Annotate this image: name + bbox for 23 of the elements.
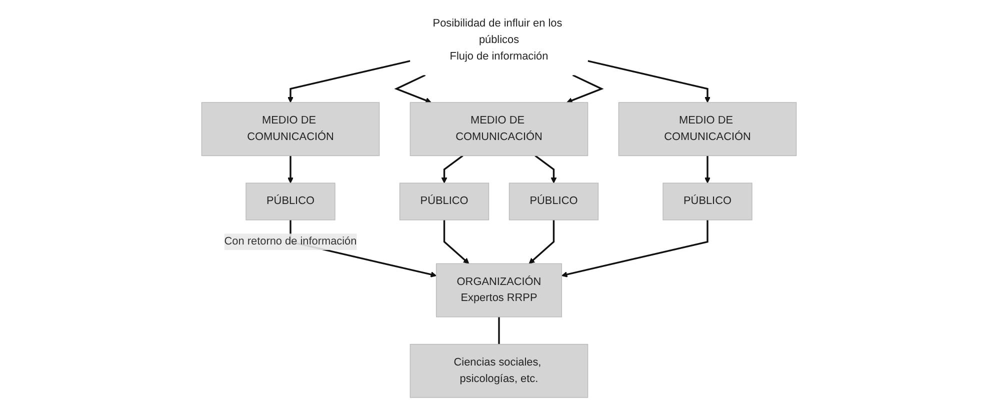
node-box: ORGANIZACIÓN Expertos RRPP <box>436 263 562 318</box>
node-box: PÚBLICO <box>508 182 599 220</box>
node-box: MEDIO DE COMUNICACIÓN <box>410 102 588 156</box>
node-box: PÚBLICO <box>662 182 752 220</box>
arrow <box>704 156 710 184</box>
arrow <box>561 220 708 278</box>
arrow <box>534 155 557 184</box>
edge-label: Con retorno de información <box>224 236 357 248</box>
node-box: PÚBLICO <box>246 182 336 220</box>
node-box: PÚBLICO <box>399 182 490 220</box>
arrow <box>588 60 710 103</box>
node-box: Ciencias sociales, psicologías, etc. <box>410 344 588 398</box>
arrow <box>394 74 432 104</box>
node-box: MEDIO DE COMUNICACIÓN <box>201 102 380 156</box>
node-box: MEDIO DE COMUNICACIÓN <box>618 102 797 156</box>
arrow <box>528 220 555 264</box>
node-text: Posibilidad de influir en los públicos Flujo de información <box>432 18 562 62</box>
arrow <box>566 74 604 104</box>
arrow <box>288 60 410 103</box>
arrow <box>441 155 464 184</box>
arrow <box>288 156 294 184</box>
connector <box>498 316 500 344</box>
arrow <box>443 220 470 264</box>
